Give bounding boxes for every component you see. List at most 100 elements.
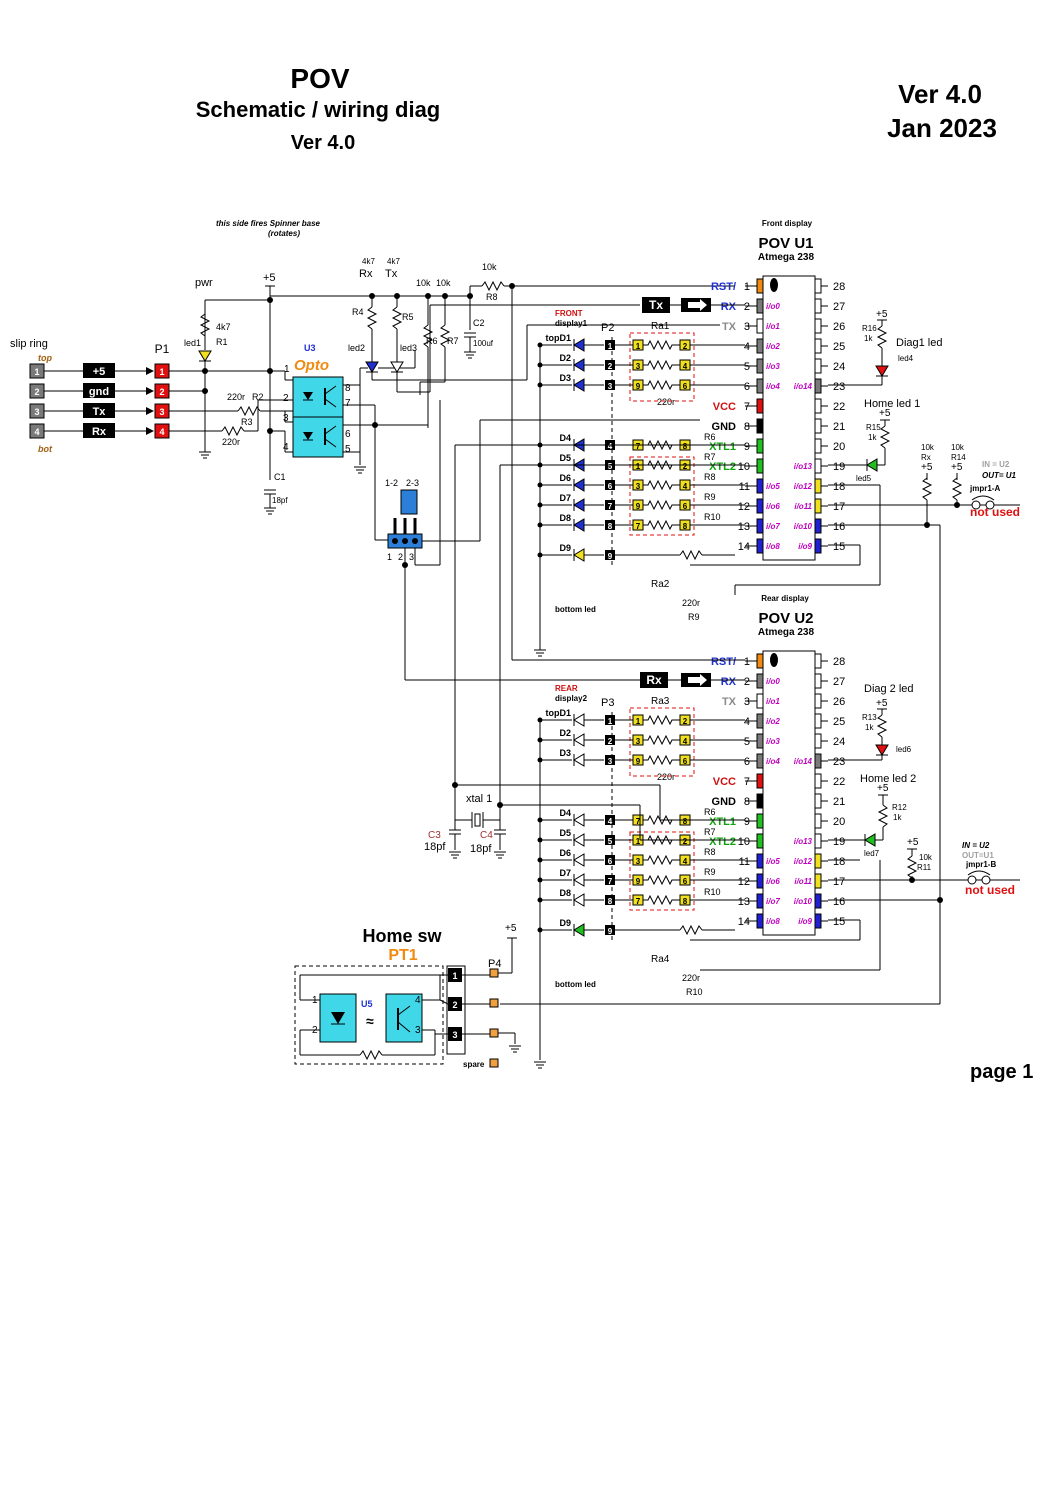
chip-pin-left: [756, 418, 764, 434]
chip-io-label: i/o10: [794, 522, 813, 531]
signal-gnd-tag: gnd: [83, 383, 115, 398]
r11-label: R11: [917, 863, 932, 872]
led-diode-icon: [573, 358, 585, 372]
chip-io-label: i/o1: [766, 322, 780, 331]
led-diode-icon: [573, 498, 585, 512]
rx-pullup-label: Rx: [921, 453, 931, 462]
header-pin-number: 5: [608, 462, 613, 471]
chip-pin-right: [814, 653, 822, 669]
resistor-icon: [679, 924, 703, 936]
pt1-pin-3: 3: [448, 1027, 462, 1041]
mode-jumper[interactable]: 1-2 2-3 1 2 3: [385, 478, 423, 562]
r16-label: R16: [862, 324, 877, 333]
u5-pin-3: 3: [415, 1025, 421, 1036]
signal-label: +5: [93, 366, 106, 378]
resistor-icon: [643, 854, 680, 866]
chip-pin-name: GND: [712, 796, 737, 808]
resistor-icon: [643, 714, 680, 726]
p2-label: P2: [601, 322, 614, 334]
c2-value: 100uf: [473, 339, 494, 348]
tx-arrow-tag: Tx: [642, 297, 711, 313]
chip-pin-left: [756, 498, 764, 514]
chip-io-label: i/o4: [766, 757, 780, 766]
chip-pin-number: 28: [833, 656, 845, 668]
pin-label: 3: [34, 407, 39, 417]
resistor-array-outline: [629, 456, 695, 536]
resistor-label: R7: [704, 827, 716, 837]
led-diode-icon: [573, 338, 585, 352]
chip-pin-left: [756, 278, 764, 294]
chip-pin-number: 6: [744, 756, 750, 768]
ra2-label: Ra2: [651, 579, 670, 590]
array-pad-number: 9: [636, 877, 641, 886]
jmpr1a-in-label: IN = U2: [982, 460, 1010, 469]
chip-pin-number: 24: [833, 736, 845, 748]
jmpr1a-label: jmpr1-A: [969, 484, 1000, 493]
header-pin-number: 9: [608, 927, 613, 936]
u2-home-plus5: +5: [877, 783, 889, 794]
chip-pin-left: [756, 873, 764, 889]
jmpr1b[interactable]: [967, 870, 991, 885]
chip-io-label: i/o12: [794, 857, 813, 866]
r6-value: 10k: [416, 278, 431, 288]
p1-pin-4: 4: [154, 423, 170, 439]
display1-label: display1: [555, 319, 588, 328]
array-pad-number: 3: [636, 362, 641, 371]
power-section: [169, 285, 285, 508]
home-wires: [299, 937, 517, 1056]
chip-pin-number: 1: [744, 656, 750, 668]
r12-value: 1k: [893, 813, 902, 822]
opto-pin-6: 6: [345, 429, 351, 440]
opto-pin-5: 5: [345, 444, 351, 455]
chip-io-label: i/o11: [794, 502, 812, 511]
array-pad-number: 4: [683, 362, 688, 371]
tx-header: Tx: [385, 268, 398, 280]
u1-title: POV U1: [758, 235, 813, 252]
chip-pin-right: [814, 318, 822, 334]
chip-pin-name: VCC: [713, 776, 736, 788]
array-pad-number: 9: [636, 757, 641, 766]
chip-io-label: i/o0: [766, 677, 780, 686]
led-diode-icon: [573, 893, 585, 907]
chip-pin-number: 24: [833, 361, 845, 373]
chip-pin-number: 14: [738, 541, 750, 553]
signal-plus5-tag: +5: [83, 363, 115, 378]
c2-label: C2: [473, 318, 485, 328]
jmpr1b-in-label: IN = U2: [962, 841, 990, 850]
resistor-array-outline: [629, 707, 695, 777]
chip-pin-right: [814, 753, 822, 769]
led-diode-icon: [573, 713, 585, 727]
header-pin: [605, 855, 615, 865]
jmpr1a[interactable]: [971, 495, 995, 510]
led-diode-icon: [573, 378, 585, 392]
chip-io-label: i/o6: [766, 502, 780, 511]
spare-label: spare: [463, 1060, 485, 1069]
chip-pin-number: 16: [833, 521, 845, 533]
chip-pin-number: 7: [744, 401, 750, 413]
slip-ring-pin-3: 3: [29, 403, 45, 419]
chip-notch-icon: [770, 653, 778, 667]
r8-label: R8: [486, 292, 498, 302]
led-diode-icon: [573, 923, 585, 937]
led4-label: led4: [898, 354, 914, 363]
resistor-label: R9: [704, 867, 716, 877]
chip-pin-number: 26: [833, 696, 845, 708]
slip-ring-top-label: top: [38, 353, 52, 363]
home-led2-title: Home led 2: [860, 773, 916, 785]
chip-pin-left: [756, 713, 764, 729]
chip-pin-number: 1: [744, 281, 750, 293]
led-diode-icon: [573, 548, 585, 562]
jmpr1b-label: jmpr1-B: [965, 860, 996, 869]
resistor-label: R10: [704, 887, 721, 897]
r3-value: 220r: [222, 437, 240, 447]
chip-pin-right: [814, 498, 822, 514]
home-sw-title: Home sw: [362, 926, 442, 946]
r15-value: 1k: [868, 433, 877, 442]
rear-display-label: Rear display: [761, 594, 809, 603]
led-label: D3: [559, 373, 571, 383]
chip-pin-number: 11: [739, 856, 750, 868]
rotates-note: (rotates): [268, 229, 300, 238]
chip-pin-number: 2: [744, 301, 750, 313]
pin-label: 4: [159, 427, 164, 437]
